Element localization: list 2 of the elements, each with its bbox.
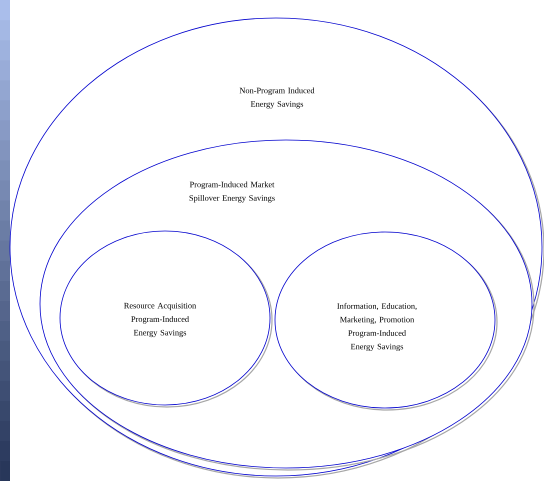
ellipse-region: Information, Education, Marketing, Promotion Program-Induced Energy Savings [274, 232, 498, 411]
ellipse-region: Resource Acquisition Program-Induced Energy Savings [60, 230, 273, 408]
